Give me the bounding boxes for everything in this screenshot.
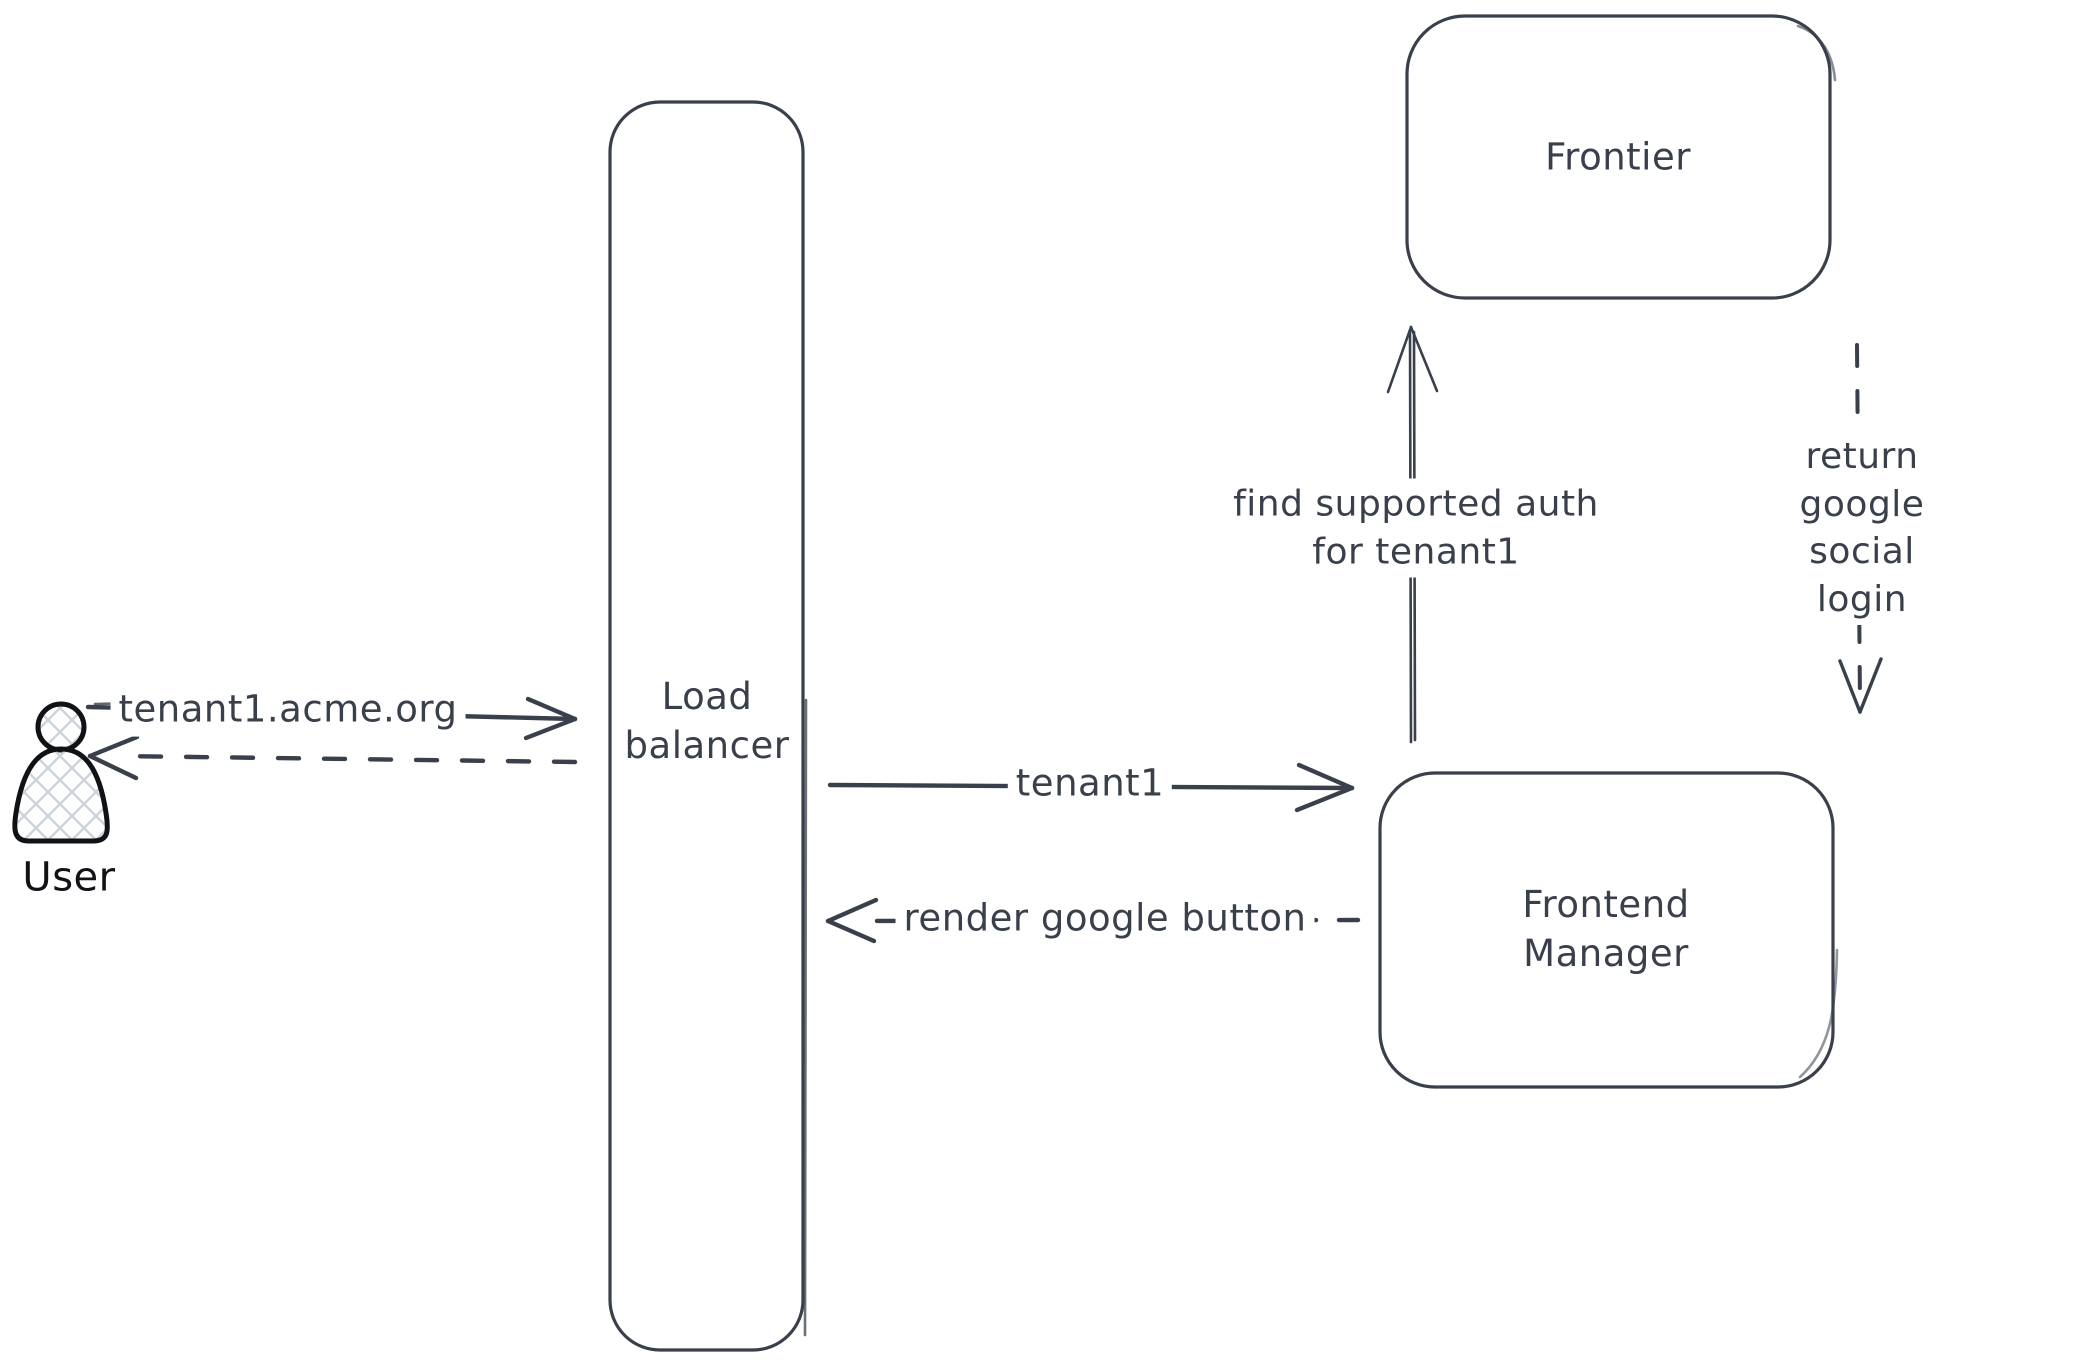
edge-label-find-supported-auth: find supported auth for tenant1 xyxy=(1225,478,1607,578)
edge-label-tenant1: tenant1 xyxy=(1007,757,1173,811)
edge-label-tenant1-acme-org: tenant1.acme.org xyxy=(110,683,466,737)
frontier-box xyxy=(1405,14,1837,300)
frontend-manager-box xyxy=(1378,771,1839,1089)
user-icon xyxy=(12,701,110,844)
user-node-label: User xyxy=(22,854,116,901)
arrow-load-balancer-to-user xyxy=(87,734,578,781)
edge-label-render-google-button: render google button xyxy=(895,892,1315,946)
edge-label-return-google-social-login: return google social login xyxy=(1751,430,1973,626)
frontier-node-label: Frontier xyxy=(1545,135,1691,179)
load-balancer-node-label: Load balancer xyxy=(624,675,790,767)
frontend-manager-node-label: Frontend Manager xyxy=(1522,883,1690,975)
arrow-frontier-to-frontend-manager xyxy=(1838,343,1883,714)
load-balancer-box xyxy=(608,100,808,1352)
